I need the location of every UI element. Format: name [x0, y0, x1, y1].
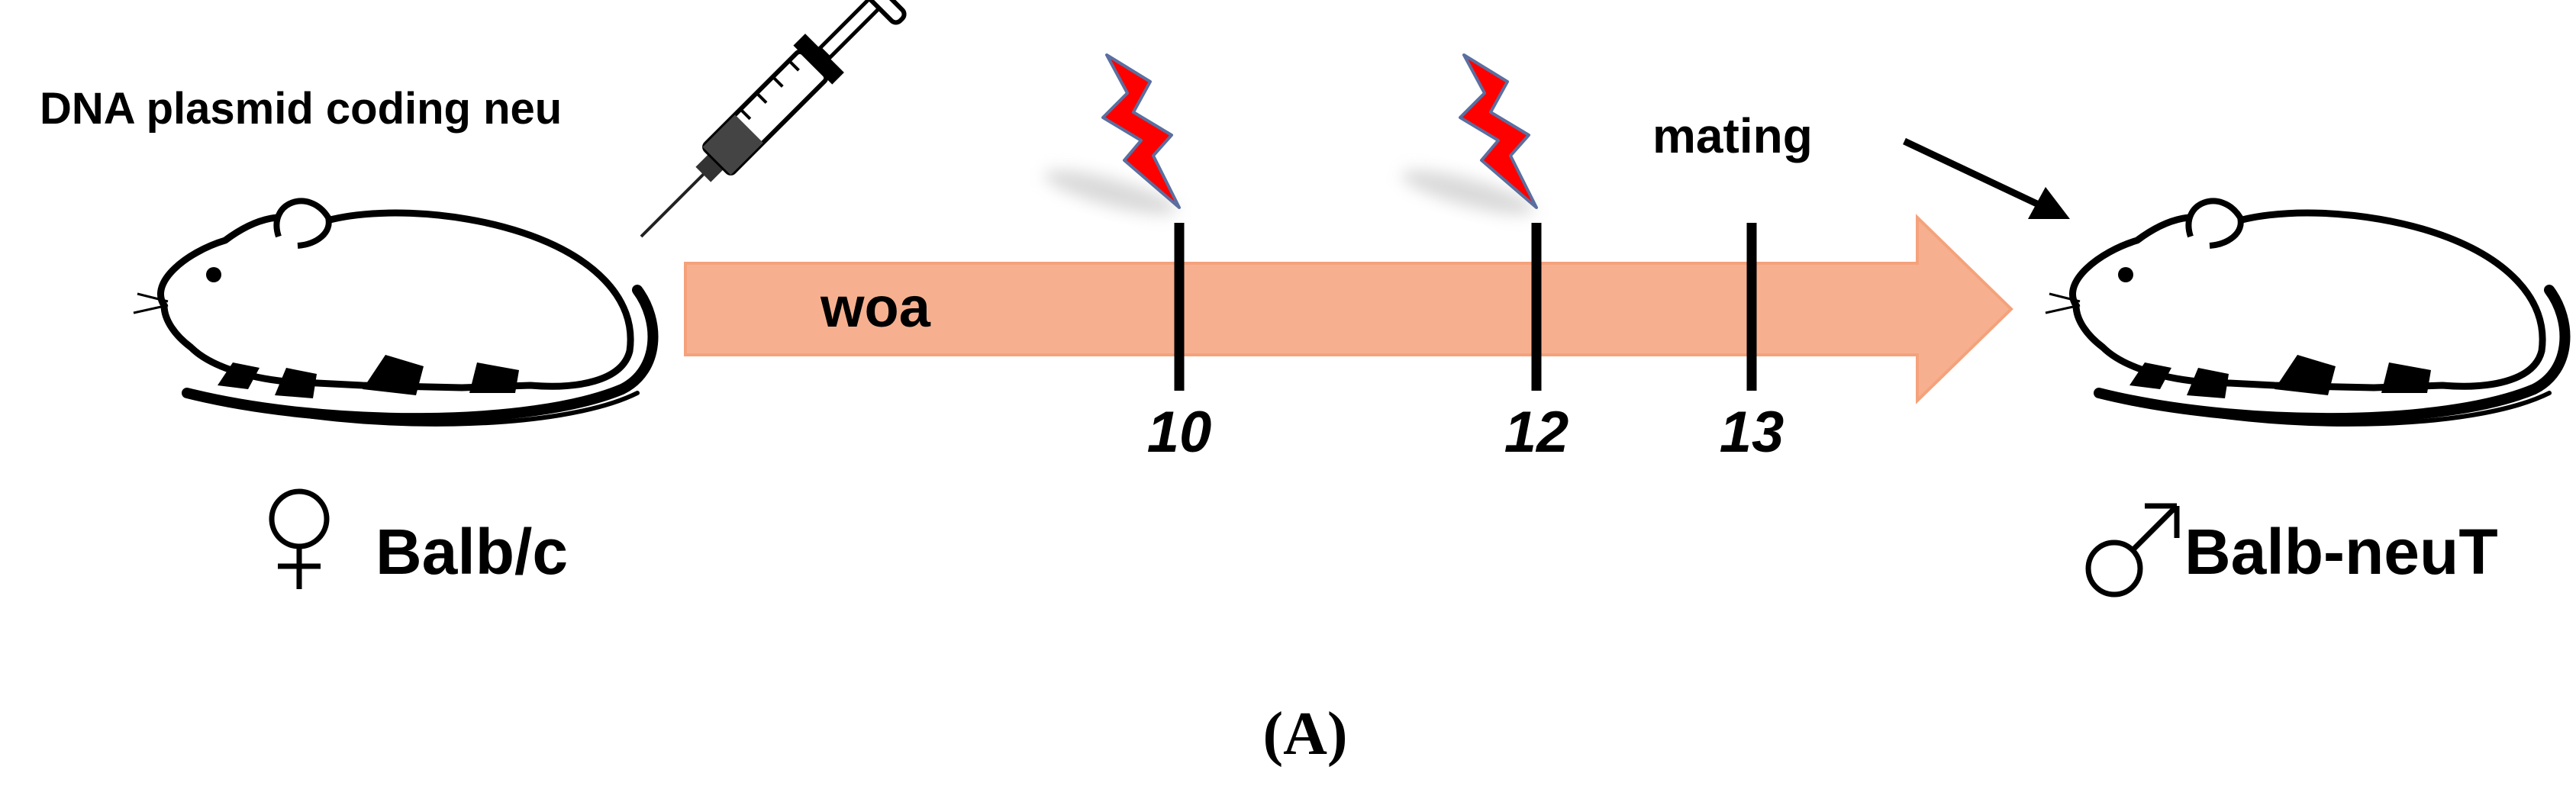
plasmid-label: DNA plasmid coding neu	[40, 84, 562, 134]
mating-arrow	[1903, 137, 2070, 219]
female-strain-label: Balb/c	[376, 516, 568, 588]
tick-label: 12	[1504, 400, 1569, 465]
timeline-ticks: 10 12 13	[1147, 223, 1785, 465]
male-strain-label: Balb-neuT	[2184, 516, 2498, 588]
mating-label: mating	[1652, 108, 1813, 163]
female-mouse-icon	[134, 201, 653, 424]
tick-label: 10	[1147, 400, 1212, 465]
tick-week-13: 13	[1720, 223, 1785, 465]
tick-week-12: 12	[1504, 223, 1569, 465]
female-symbol-icon	[269, 488, 330, 589]
timeline-label: woa	[820, 275, 931, 339]
female-label: Balb/c	[269, 488, 568, 589]
male-mouse-icon	[2046, 201, 2565, 424]
tick-label: 13	[1720, 400, 1785, 465]
tick-week-10: 10	[1147, 223, 1212, 465]
electroporation-bolt-icon	[1401, 53, 1538, 215]
figure-caption: (A)	[1262, 701, 1347, 768]
syringe-icon	[640, 0, 907, 238]
male-symbol-icon	[2085, 503, 2180, 598]
timeline-arrow	[684, 214, 2013, 404]
electroporation-bolt-icon	[1043, 53, 1181, 215]
male-label: Balb-neuT	[2085, 503, 2498, 598]
